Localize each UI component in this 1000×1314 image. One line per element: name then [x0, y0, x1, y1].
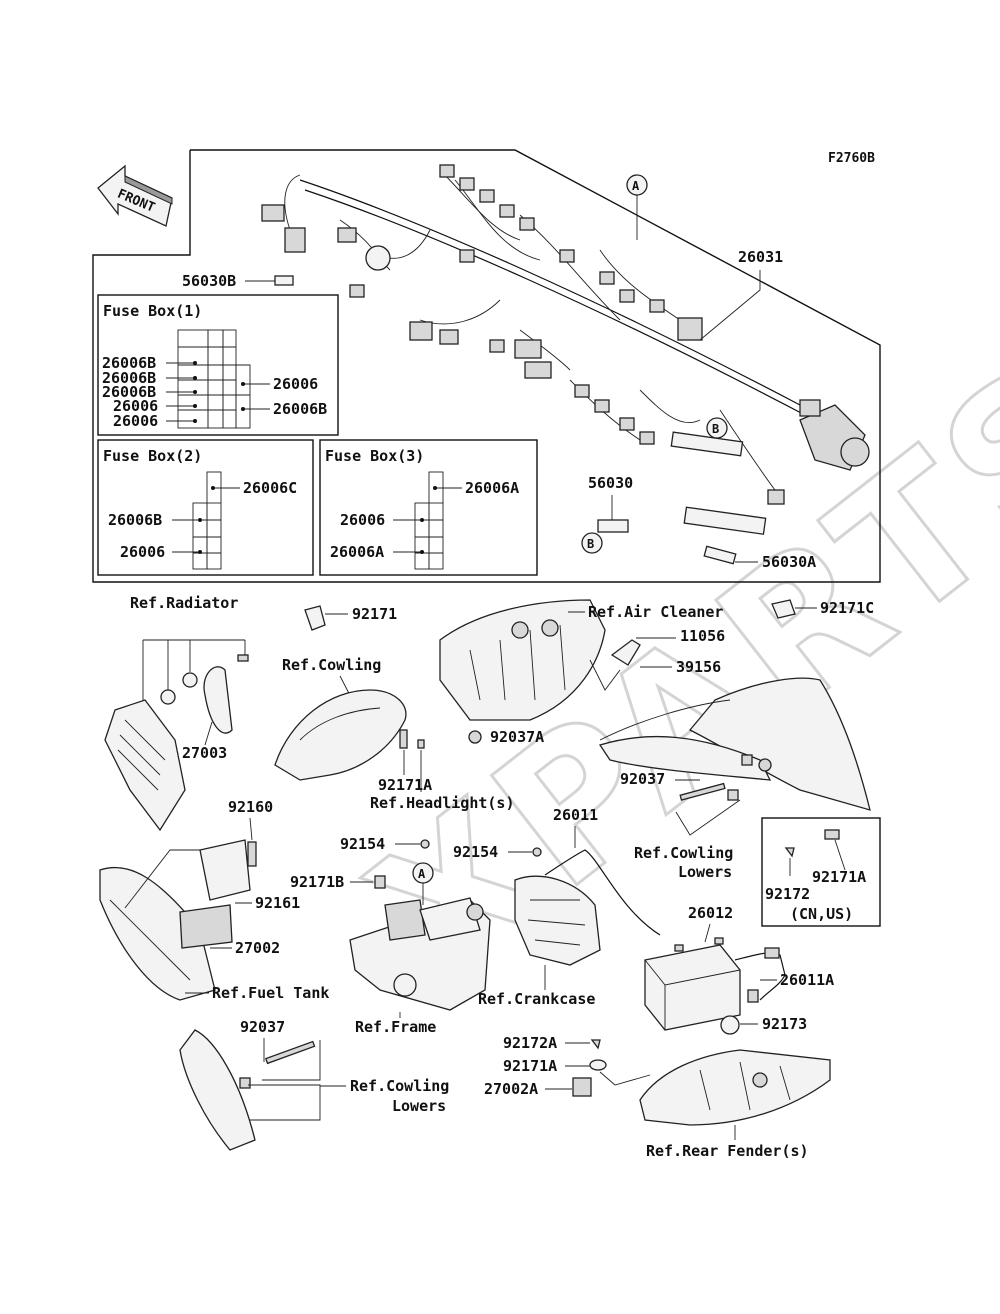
label-92171A-right: 92171A [812, 868, 866, 886]
radiator-sketch [104, 654, 249, 832]
fuse-box-3-top-label: 26006A [465, 479, 519, 497]
fuse-box-3-title: Fuse Box(3) [325, 447, 424, 465]
fuse-box-3-label-2: 26006A [330, 543, 384, 561]
harness-frame [92, 149, 881, 583]
fuse-box-1: Fuse Box(1) 26006B 26006B 26006B 26006 2… [97, 294, 339, 436]
svg-text:A: A [632, 179, 640, 193]
label-ref-fuel-tank: Ref.Fuel Tank [212, 984, 329, 1002]
part-92171C-sketch [771, 599, 796, 619]
label-56030A: 56030A [762, 553, 816, 571]
front-arrow-icon: FRONT [97, 164, 173, 227]
label-ref-cowling-lowers-right: Ref.Cowling [634, 844, 733, 862]
label-cn-us: (CN,US) [790, 905, 853, 923]
label-92171B: 92171B [290, 873, 344, 891]
label-92172: 92172 [765, 885, 810, 903]
air-cleaner-sketch [439, 599, 606, 721]
wire-harness-26031 [261, 164, 870, 535]
label-92154-a: 92154 [340, 835, 385, 853]
fuse-box-3-label-1: 26006 [340, 511, 385, 529]
label-92171A-head: 92171A [378, 776, 432, 794]
fuse-box-1-label-5: 26006 [113, 412, 158, 430]
cowling-sketch [274, 689, 407, 781]
label-26031: 26031 [738, 248, 783, 266]
fuse-box-1-right-label-1: 26006 [273, 375, 318, 393]
label-26011A: 26011A [780, 971, 834, 989]
fuse-box-2-label-2: 26006 [120, 543, 165, 561]
fuse-box-3: Fuse Box(3) 26006A 26006 26006A [319, 439, 538, 576]
label-56030B: 56030B [182, 272, 236, 290]
rear-fender-sketch [639, 1049, 831, 1126]
label-92171A-bottom: 92171A [503, 1057, 557, 1075]
label-27003: 27003 [182, 744, 227, 762]
fuse-box-1-right-label-2: 26006B [273, 400, 327, 418]
label-26011: 26011 [553, 806, 598, 824]
bracket-11056-sketch [610, 639, 641, 666]
bolt-92037A-sketch [468, 730, 482, 744]
cn-us-box [761, 817, 881, 927]
tail-cowl-sketch [598, 677, 871, 811]
fuse-box-1-label-2: 26006B [102, 369, 156, 387]
fuse-box-1-title: Fuse Box(1) [103, 302, 202, 320]
crankcase-sketch [514, 875, 601, 966]
label-92154-b: 92154 [453, 843, 498, 861]
label-56030: 56030 [588, 474, 633, 492]
label-ref-frame: Ref.Frame [355, 1018, 436, 1036]
battery-sketch [644, 937, 741, 1031]
label-ref-rear-fender: Ref.Rear Fender(s) [646, 1142, 809, 1160]
label-11056: 11056 [680, 627, 725, 645]
label-27002: 27002 [235, 939, 280, 957]
fuel-tank-sketch [99, 866, 216, 1001]
label-92160: 92160 [228, 798, 273, 816]
label-ref-cowling-lowers-left: Ref.Cowling [350, 1077, 449, 1095]
starter-frame-sketch [349, 897, 491, 1011]
label-ref-headlights: Ref.Headlight(s) [370, 794, 515, 812]
label-26012: 26012 [688, 904, 733, 922]
label-92037-left: 92037 [240, 1018, 285, 1036]
svg-text:B: B [712, 422, 719, 436]
svg-text:A: A [418, 867, 426, 881]
label-92037-right: 92037 [620, 770, 665, 788]
label-92172A: 92172A [503, 1034, 557, 1052]
label-27002A: 27002A [484, 1080, 538, 1098]
rod-92037-right-sketch [679, 782, 739, 801]
label-92037A: 92037A [490, 728, 544, 746]
fuse-box-1-label-1: 26006B [102, 354, 156, 372]
label-ref-cowling-lowers-left-2: Lowers [392, 1097, 446, 1115]
label-92161: 92161 [255, 894, 300, 912]
fuse-box-2-top-label: 26006C [243, 479, 297, 497]
fuse-box-1-label-3: 26006B [102, 383, 156, 401]
fuse-box-2-title: Fuse Box(2) [103, 447, 202, 465]
callout-b-upper: B [706, 417, 728, 439]
part-92171-sketch [304, 605, 326, 631]
label-ref-air-cleaner: Ref.Air Cleaner [588, 603, 723, 621]
label-ref-cowling-lowers-right-2: Lowers [678, 863, 732, 881]
part-92171A-head-sketch [399, 729, 425, 749]
callout-a-lower: A [412, 862, 434, 905]
label-92173: 92173 [762, 1015, 807, 1033]
ecu-sketch [179, 839, 251, 949]
svg-text:B: B [587, 537, 594, 551]
fuse-box-1-label-4: 26006 [113, 397, 158, 415]
label-ref-cowling: Ref.Cowling [282, 656, 381, 674]
fuse-box-2: Fuse Box(2) 26006C 26006B 26006 [97, 439, 314, 576]
label-92171C: 92171C [820, 599, 874, 617]
label-39156: 39156 [676, 658, 721, 676]
fuse-box-2-label-1: 26006B [108, 511, 162, 529]
label-ref-crankcase: Ref.Crankcase [478, 990, 595, 1008]
label-92171: 92171 [352, 605, 397, 623]
cowling-lower-left-sketch [179, 1029, 316, 1151]
figure-code: F2760B [828, 151, 875, 166]
callout-a-top: A [626, 174, 648, 240]
callout-b-lower: B [581, 532, 603, 554]
label-ref-radiator: Ref.Radiator [130, 594, 238, 612]
